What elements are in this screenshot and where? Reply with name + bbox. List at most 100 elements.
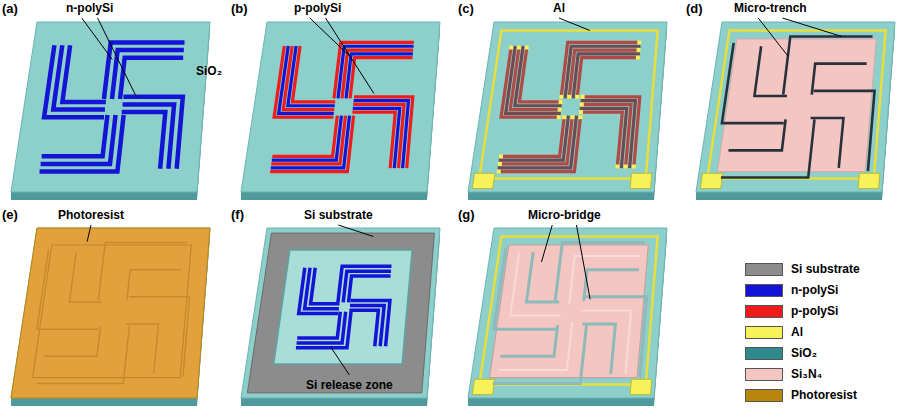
al-wire bbox=[479, 31, 657, 179]
plate-edge bbox=[696, 192, 882, 200]
leader-lines bbox=[82, 18, 842, 375]
photoresist-ridge bbox=[33, 245, 192, 378]
part-label: Si substrate bbox=[304, 208, 373, 222]
panel-letter: (a) bbox=[2, 2, 18, 16]
panel-letter: (d) bbox=[686, 2, 703, 16]
plate-top bbox=[696, 22, 895, 192]
legend-text: Photoresist bbox=[791, 388, 857, 403]
thermocouple-strip bbox=[500, 117, 572, 164]
micro-trench bbox=[722, 44, 783, 123]
al-contact bbox=[632, 165, 636, 169]
process-step bbox=[468, 228, 667, 406]
n-polysi-strip bbox=[125, 104, 174, 166]
thermocouple-strip bbox=[500, 117, 568, 160]
thermocouple-strip bbox=[346, 54, 411, 97]
al-contact bbox=[575, 95, 579, 99]
n-polysi-strip bbox=[298, 313, 351, 347]
thermocouple-strip bbox=[273, 117, 345, 164]
n-polysi-strip bbox=[338, 266, 390, 300]
micro-trench bbox=[812, 64, 865, 94]
leader-line bbox=[326, 18, 374, 93]
al-contact bbox=[579, 110, 583, 114]
photoresist-ridge bbox=[127, 324, 159, 372]
part-label: n-polySi bbox=[66, 1, 113, 15]
leader-line bbox=[87, 225, 91, 242]
part-label: Al bbox=[553, 1, 565, 15]
al-contact bbox=[615, 165, 619, 169]
al-contact bbox=[636, 56, 640, 60]
plate-edge bbox=[241, 398, 427, 406]
process-step bbox=[11, 22, 210, 200]
thermocouple-strip bbox=[582, 104, 631, 166]
thermocouple-strip bbox=[499, 117, 581, 171]
panel-letter: (b) bbox=[231, 2, 248, 16]
part-label: Micro-trench bbox=[734, 1, 807, 15]
al-contact bbox=[499, 154, 503, 158]
part-label: Si release zone bbox=[306, 378, 393, 392]
leader-line bbox=[758, 18, 788, 56]
plate-edge bbox=[241, 192, 427, 200]
micro-trench bbox=[722, 121, 814, 178]
photoresist-ridge bbox=[130, 297, 190, 376]
micro-trench bbox=[812, 118, 844, 166]
n-polysi-strip bbox=[104, 42, 182, 96]
thermocouple-strip bbox=[355, 104, 404, 166]
n-polysi-strip bbox=[44, 117, 107, 156]
al-contact bbox=[624, 165, 628, 169]
photoresist-ridge bbox=[45, 327, 101, 357]
n-polysi-strip bbox=[298, 313, 345, 342]
thermocouple-strip bbox=[354, 108, 399, 166]
thermocouple-strip bbox=[338, 46, 412, 97]
si3n4-layer bbox=[490, 245, 649, 378]
micro-bridge-gap bbox=[584, 324, 616, 372]
n-polysi-strip bbox=[42, 117, 124, 171]
n-polysi-strip bbox=[343, 271, 389, 300]
thermocouple-strip bbox=[272, 117, 354, 171]
micro-bridge-gap bbox=[584, 270, 637, 300]
legend-swatch bbox=[745, 389, 783, 402]
micro-bridge-gap bbox=[494, 327, 586, 384]
thermocouple-strip bbox=[499, 117, 576, 168]
plate-top bbox=[468, 22, 667, 192]
micro-trench bbox=[754, 48, 785, 96]
al-contact bbox=[580, 102, 584, 106]
plate-top bbox=[241, 228, 440, 398]
photoresist-ridge bbox=[37, 327, 129, 384]
al-pad bbox=[858, 173, 880, 188]
micro-bridge-gap bbox=[587, 297, 647, 376]
thermocouple-strip bbox=[581, 112, 622, 166]
legend-text: SiO₂ bbox=[791, 346, 817, 361]
panel-letter: (f) bbox=[231, 208, 244, 222]
al-wire bbox=[479, 237, 657, 385]
leader-line bbox=[331, 347, 350, 375]
legend-text: Si substrate bbox=[791, 262, 860, 277]
thermocouple-strip bbox=[342, 50, 411, 97]
al-contact bbox=[570, 115, 574, 119]
n-polysi-strip bbox=[112, 50, 181, 97]
al-contact bbox=[559, 95, 563, 99]
thermocouple-strip bbox=[519, 48, 560, 102]
al-contact bbox=[498, 162, 502, 166]
al-contact bbox=[637, 40, 641, 44]
micro-trench bbox=[815, 91, 875, 170]
al-contact bbox=[567, 95, 571, 99]
thermocouple-strip bbox=[561, 42, 639, 96]
plate-top bbox=[11, 228, 210, 398]
al-pad bbox=[630, 379, 652, 394]
leader-line bbox=[576, 225, 590, 299]
photoresist-ridge bbox=[37, 250, 98, 329]
photoresist-layer bbox=[11, 228, 210, 398]
micro-bridge-gap bbox=[502, 327, 558, 357]
leader-line bbox=[98, 18, 137, 97]
thermocouple-strip bbox=[288, 48, 333, 106]
plate-top bbox=[11, 22, 210, 192]
plate-edge bbox=[11, 398, 197, 406]
si-substrate bbox=[247, 233, 434, 393]
al-contact bbox=[557, 115, 561, 119]
al-contact bbox=[581, 95, 585, 99]
al-contact bbox=[558, 108, 562, 112]
thermocouple-strip bbox=[273, 117, 341, 160]
process-step bbox=[696, 22, 895, 200]
thermocouple-strip bbox=[573, 54, 638, 97]
plate-edge bbox=[468, 192, 654, 200]
